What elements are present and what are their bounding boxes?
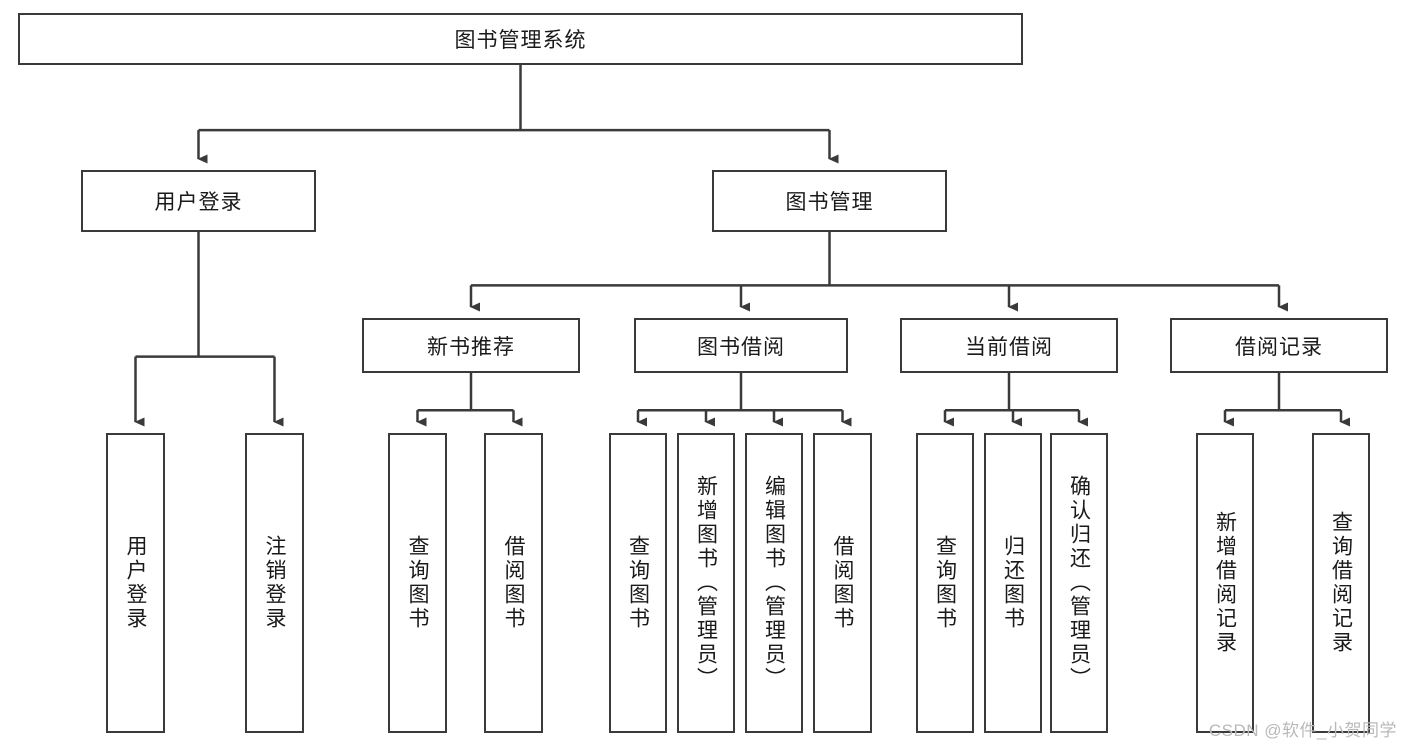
node-leaf-borrow-book[interactable]: 借阅图书 <box>813 433 872 733</box>
node-book-manage[interactable]: 图书管理 <box>712 170 947 232</box>
node-leaf-query-book-rec[interactable]: 查询图书 <box>388 433 447 733</box>
node-label: 新增借阅记录 <box>1213 511 1237 655</box>
node-label: 查询借阅记录 <box>1329 511 1353 655</box>
node-label: 图书管理系统 <box>454 29 587 52</box>
watermark-text: CSDN @软件_小贺同学 <box>1208 721 1397 740</box>
node-leaf-logout[interactable]: 注销登录 <box>245 433 304 733</box>
node-label: 查询图书 <box>626 535 650 631</box>
node-label: 归还图书 <box>1001 535 1025 631</box>
node-leaf-query-record[interactable]: 查询借阅记录 <box>1312 433 1370 733</box>
node-label: 用户登录 <box>154 191 243 214</box>
node-label: 注销登录 <box>263 535 286 631</box>
node-label: 图书借阅 <box>697 335 785 359</box>
node-label: 当前借阅 <box>965 335 1053 359</box>
node-label: 借阅图书 <box>502 535 525 631</box>
node-leaf-query-book-borrow[interactable]: 查询图书 <box>609 433 667 733</box>
node-root[interactable]: 图书管理系统 <box>18 13 1023 65</box>
node-borrow-record[interactable]: 借阅记录 <box>1170 318 1388 373</box>
node-leaf-query-book-cur[interactable]: 查询图书 <box>916 433 974 733</box>
node-leaf-user-login[interactable]: 用户登录 <box>106 433 165 733</box>
node-label: 确认归还（管理员） <box>1067 475 1091 691</box>
node-user-login[interactable]: 用户登录 <box>81 170 316 232</box>
node-leaf-confirm-return[interactable]: 确认归还（管理员） <box>1050 433 1108 733</box>
node-label: 借阅图书 <box>831 535 854 631</box>
node-leaf-add-book[interactable]: 新增图书（管理员） <box>677 433 735 733</box>
node-label: 新书推荐 <box>427 335 515 359</box>
node-label: 查询图书 <box>933 535 957 631</box>
node-leaf-edit-book[interactable]: 编辑图书（管理员） <box>745 433 803 733</box>
node-new-book-recommend[interactable]: 新书推荐 <box>362 318 580 373</box>
node-label: 借阅记录 <box>1235 335 1323 359</box>
node-book-borrow[interactable]: 图书借阅 <box>634 318 848 373</box>
node-label: 新增图书（管理员） <box>694 475 718 691</box>
node-label: 编辑图书（管理员） <box>762 475 786 691</box>
node-label: 图书管理 <box>785 191 874 214</box>
node-leaf-borrow-book-rec[interactable]: 借阅图书 <box>484 433 543 733</box>
node-leaf-add-record[interactable]: 新增借阅记录 <box>1196 433 1254 733</box>
node-leaf-return-book[interactable]: 归还图书 <box>984 433 1042 733</box>
node-current-borrow[interactable]: 当前借阅 <box>900 318 1118 373</box>
node-label: 用户登录 <box>124 535 147 631</box>
node-label: 查询图书 <box>406 535 429 631</box>
